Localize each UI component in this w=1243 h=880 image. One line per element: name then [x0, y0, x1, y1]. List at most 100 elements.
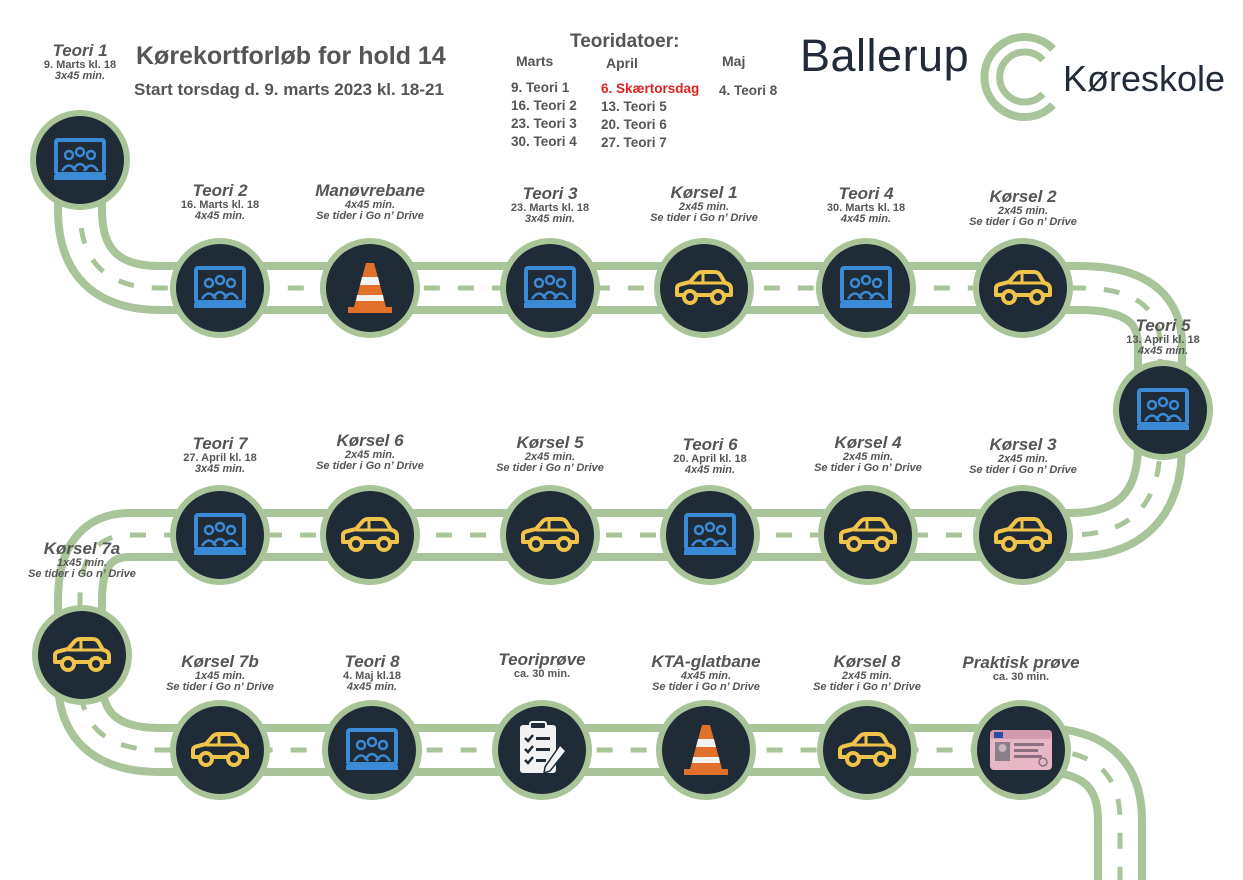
stop-detail: Se tider i Go n’ Drive: [496, 462, 604, 475]
stop-detail: 2x45 min.: [842, 450, 894, 463]
stop-name: Teori 8: [344, 652, 400, 671]
classroom-icon: [36, 116, 124, 204]
calendar-date: 13. Teori 5: [601, 99, 667, 114]
stop-detail: 1x45 min.: [56, 556, 108, 569]
calendar-holiday: 6. Skærtorsdag: [601, 81, 700, 96]
classroom-icon: [666, 491, 754, 579]
logo-text-ballerup: Ballerup: [800, 30, 970, 81]
classroom-icon: [822, 244, 910, 332]
logo-mark-icon: [980, 33, 1056, 121]
stop-detail: Se tider i Go n’ Drive: [969, 216, 1077, 229]
stop-detail: 4x45 min.: [684, 464, 736, 477]
stop-name: Kørsel 1: [670, 183, 738, 202]
stop-detail: Se tider i Go n’ Drive: [28, 568, 136, 581]
stop-detail: 2x45 min.: [841, 669, 893, 682]
stop-detail: 3x45 min.: [524, 213, 576, 226]
classroom-icon: [328, 706, 416, 794]
classroom-icon: [176, 491, 264, 579]
stop-detail: 2x45 min.: [524, 450, 576, 463]
stop-name: Manøvrebane: [315, 181, 425, 200]
page-title: Kørekortforløb for hold 14: [136, 42, 446, 70]
stop-name: Teoriprøve: [498, 650, 586, 669]
stop-name: Kørsel 7b: [181, 652, 259, 671]
stop-detail: 3x45 min.: [54, 70, 106, 83]
stop-name: Kørsel 8: [833, 652, 901, 671]
stop-name: Kørsel 6: [336, 431, 404, 450]
stop-detail: 4x45 min.: [346, 681, 398, 694]
stop-detail: 4x45 min.: [344, 198, 396, 211]
month-header: April: [606, 55, 638, 71]
stop-detail: 9. Marts kl. 18: [43, 58, 117, 71]
calendar-date: 16. Teori 2: [511, 98, 577, 113]
stop-detail: 23. Marts kl. 18: [510, 201, 590, 214]
stop-detail: 4x45 min.: [1137, 345, 1189, 358]
stop-detail: 30. Marts kl. 18: [826, 201, 906, 214]
stop-detail: 2x45 min.: [678, 200, 730, 213]
stop-name: Teori 1: [52, 41, 108, 60]
classroom-icon: [1119, 366, 1207, 454]
stop-detail: Se tider i Go n’ Drive: [316, 210, 424, 223]
calendar-date: 9. Teori 1: [511, 80, 570, 95]
stop-detail: 4x45 min.: [194, 210, 246, 223]
stop-detail: 2x45 min.: [997, 452, 1049, 465]
checklist-icon: [498, 706, 586, 794]
stop-detail: 4x45 min.: [680, 669, 732, 682]
stop-detail: 13. April kl. 18: [1126, 333, 1200, 346]
calendar-date: 30. Teori 4: [511, 134, 577, 149]
stop-name: Teori 2: [192, 181, 248, 200]
traffic-cone-icon: [662, 706, 750, 794]
stop-name: Kørsel 2: [989, 187, 1057, 206]
stop-name: KTA-glatbane: [651, 652, 761, 671]
classroom-icon: [176, 244, 264, 332]
stop-detail: 1x45 min.: [194, 669, 246, 682]
stop-name: Teori 3: [522, 184, 578, 203]
car-icon: [824, 491, 912, 579]
stop-detail: ca. 30 min.: [513, 667, 571, 680]
stop-name: Kørsel 7a: [43, 539, 121, 558]
stop-detail: Se tider i Go n’ Drive: [814, 462, 922, 475]
car-icon: [660, 244, 748, 332]
month-header: Marts: [516, 53, 554, 69]
stop-detail: Se tider i Go n’ Drive: [652, 681, 760, 694]
stop-detail: 2x45 min.: [344, 448, 396, 461]
calendar-date: 4. Teori 8: [719, 83, 778, 98]
logo-text-koreskole: Køreskole: [1063, 58, 1226, 99]
car-icon: [38, 611, 126, 699]
stop-detail: Se tider i Go n’ Drive: [969, 464, 1077, 477]
car-icon: [979, 244, 1067, 332]
stop-detail: Se tider i Go n’ Drive: [650, 212, 758, 225]
car-icon: [979, 491, 1067, 579]
stop-name: Kørsel 4: [834, 433, 902, 452]
traffic-cone-icon: [326, 244, 414, 332]
car-icon: [176, 706, 264, 794]
stop-detail: 4x45 min.: [840, 213, 892, 226]
stop-detail: 4. Maj kl.18: [342, 669, 402, 682]
stop-name: Teori 6: [682, 435, 738, 454]
stop-name: Kørsel 3: [989, 435, 1057, 454]
stop-name: Praktisk prøve: [962, 653, 1080, 672]
month-header: Maj: [722, 53, 746, 69]
stop-detail: 20. April kl. 18: [673, 452, 747, 465]
calendar-date: 27. Teori 7: [601, 135, 667, 150]
stop-detail: 3x45 min.: [194, 463, 246, 476]
stop-detail: 16. Marts kl. 18: [180, 198, 260, 211]
stop-detail: 27. April kl. 18: [183, 451, 257, 464]
